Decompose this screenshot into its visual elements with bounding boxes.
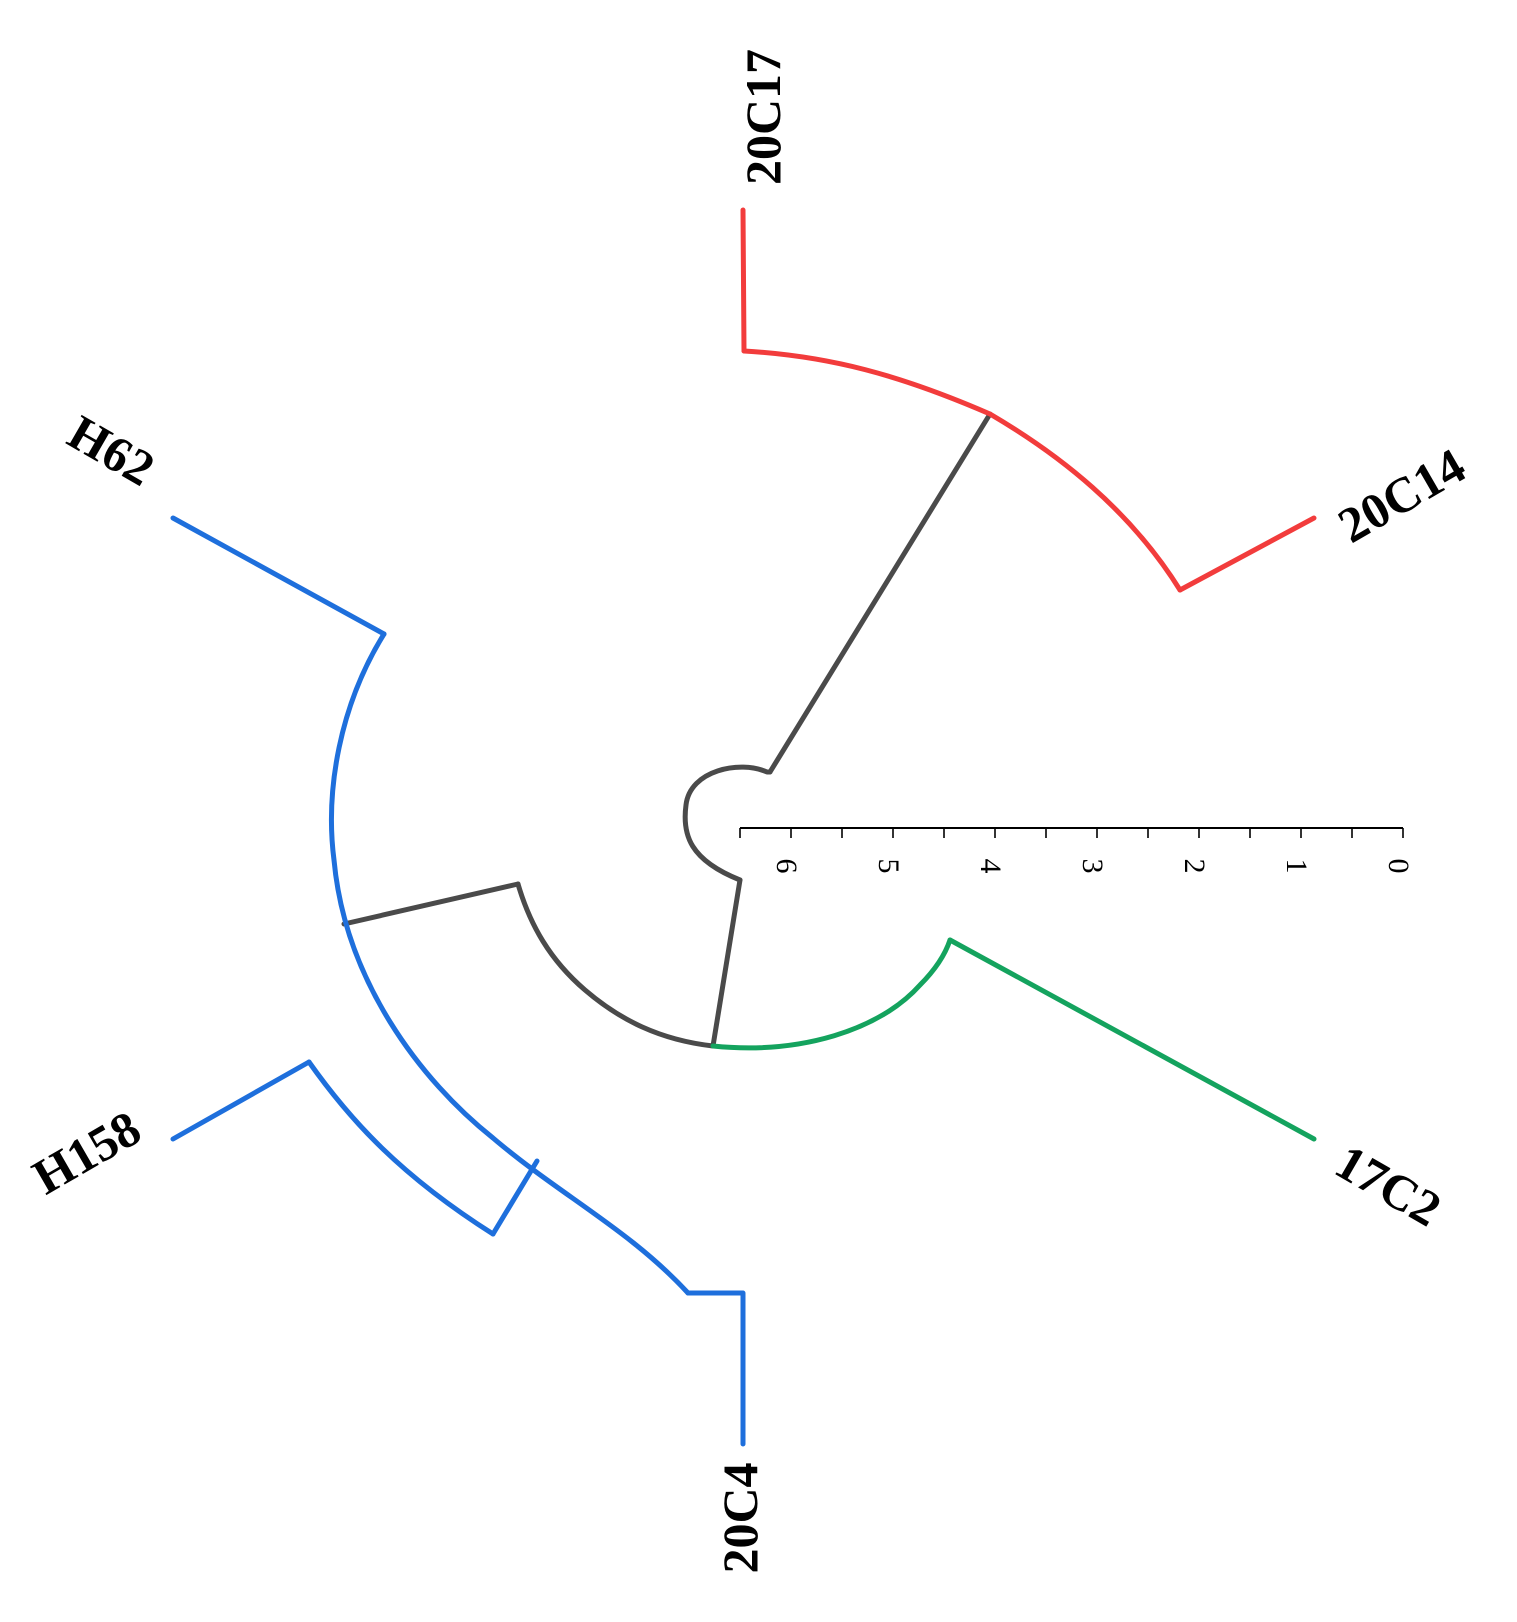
branch-root-arc bbox=[682, 764, 773, 883]
branch-red-leaf-20C17 bbox=[740, 207, 747, 354]
leaf-label-20C14: 20C14 bbox=[1329, 437, 1475, 554]
branch-red-leaf-20C14 bbox=[1177, 515, 1317, 593]
branch-green-leaf-17C2 bbox=[947, 937, 1317, 1142]
tick-label-4: 4 bbox=[974, 859, 1007, 874]
leaf-label-17C2: 17C2 bbox=[1326, 1133, 1450, 1237]
branch-root-to-lower-node bbox=[710, 877, 743, 1049]
scale-ticks bbox=[739, 828, 1404, 838]
branch-blue-inner-arc bbox=[306, 1059, 496, 1237]
tick-label-1: 1 bbox=[1280, 859, 1313, 874]
branch-blue-leaf-20C4 bbox=[685, 1290, 746, 1447]
scale-tick-labels: 6 5 4 3 2 1 0 bbox=[770, 859, 1415, 874]
leaf-labels: 20C17 20C14 17C2 20C4 H158 H62 bbox=[23, 49, 1474, 1574]
branch-blue-leaf-H62 bbox=[170, 515, 387, 637]
branch-blue-bracket bbox=[490, 1158, 540, 1237]
branch-blue-cluster-arc bbox=[329, 631, 691, 1296]
branch-root-to-red-node bbox=[767, 411, 993, 775]
leaf-label-20C17: 20C17 bbox=[735, 49, 791, 185]
tick-label-3: 3 bbox=[1076, 859, 1109, 874]
tick-label-5: 5 bbox=[872, 859, 905, 874]
branch-blue-leaf-H158 bbox=[170, 1059, 312, 1142]
leaf-label-H62: H62 bbox=[59, 404, 164, 497]
branch-green-cluster-arc bbox=[710, 937, 953, 1051]
distance-scale-bar: 6 5 4 3 2 1 0 bbox=[739, 827, 1415, 874]
branch-red-cluster-arc bbox=[741, 348, 1183, 593]
leaf-label-H158: H158 bbox=[23, 1100, 150, 1205]
dendrogram-branches bbox=[170, 207, 1317, 1447]
tick-label-0: 0 bbox=[1382, 859, 1415, 874]
leaf-label-20C4: 20C4 bbox=[712, 1462, 768, 1573]
branch-lower-node-to-blue-node bbox=[341, 881, 521, 927]
tick-label-2: 2 bbox=[1178, 859, 1211, 874]
branch-lower-node-arc bbox=[515, 881, 716, 1049]
tick-label-6: 6 bbox=[770, 859, 803, 874]
